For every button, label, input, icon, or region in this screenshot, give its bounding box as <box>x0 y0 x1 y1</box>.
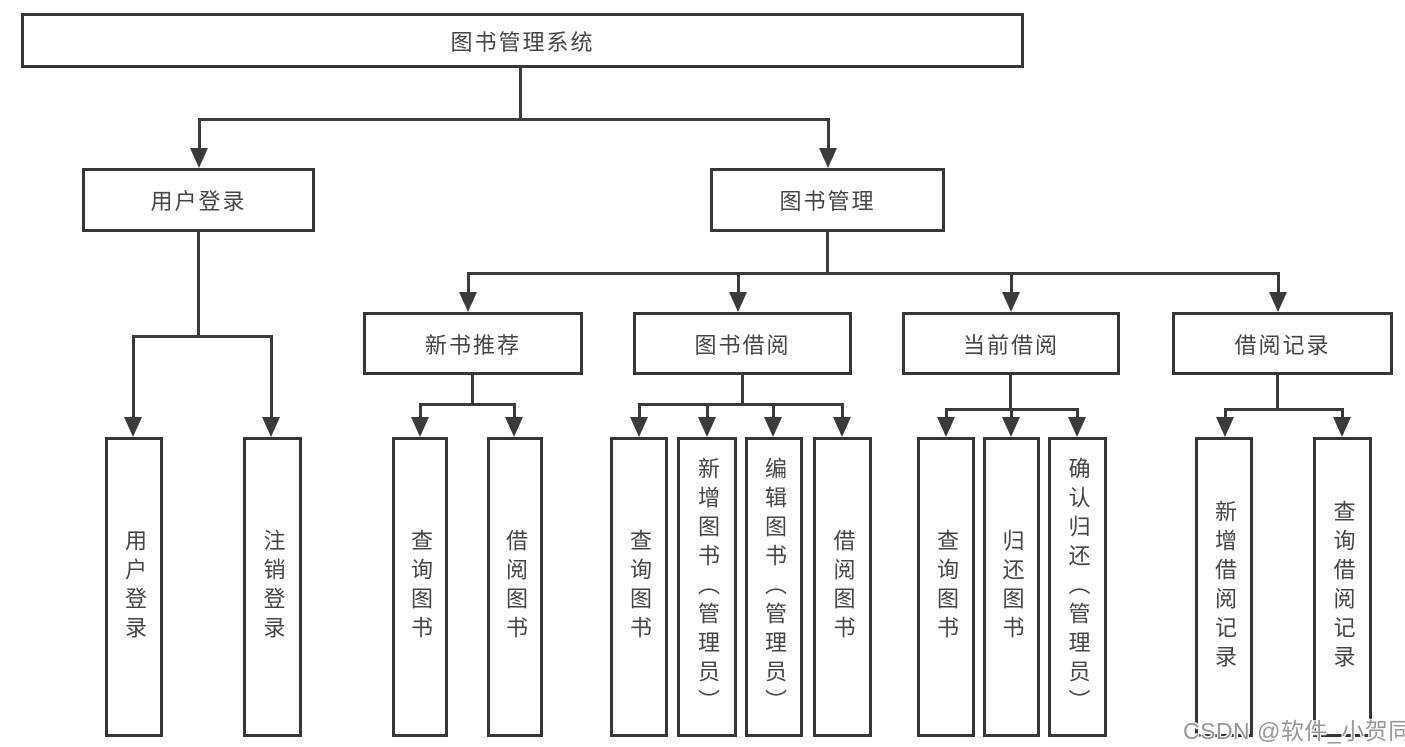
node-add-borrow-record: 新增借阅记录 <box>1195 437 1253 737</box>
connector-line <box>197 232 200 335</box>
node-label: 借阅图书 <box>503 529 528 645</box>
node-query-books-borrowing: 查询图书 <box>610 437 668 737</box>
connector-line <box>706 403 709 417</box>
arrow-down-icon <box>698 417 716 437</box>
connector-line <box>826 232 829 272</box>
connector-line <box>1341 408 1344 417</box>
arrow-down-icon <box>1068 417 1086 437</box>
connector-line <box>513 403 516 417</box>
node-edit-books-admin: 编辑图书（管理员） <box>745 437 803 737</box>
arrow-down-icon <box>459 292 477 312</box>
node-label: 编辑图书（管理员） <box>762 456 787 718</box>
node-label: 查询图书 <box>934 529 959 645</box>
arrow-down-icon <box>411 417 429 437</box>
node-label: 借阅记录 <box>1234 332 1331 358</box>
connector-line <box>741 375 744 403</box>
node-confirm-return-admin: 确认归还（管理员） <box>1048 437 1107 737</box>
node-root-library-system: 图书管理系统 <box>21 13 1024 68</box>
connector-line <box>1010 408 1013 417</box>
node-new-book-recommend: 新书推荐 <box>363 312 583 375</box>
connector-line <box>467 272 1279 275</box>
node-label: 当前借阅 <box>962 332 1059 358</box>
node-user-login-leaf: 用户登录 <box>105 437 163 737</box>
node-label: 新增图书（管理员） <box>695 456 720 718</box>
connector-line <box>132 335 273 338</box>
node-current-borrowing: 当前借阅 <box>902 312 1120 375</box>
connector-line <box>638 403 641 417</box>
node-label: 用户登录 <box>150 189 247 214</box>
connector-line <box>1277 272 1280 292</box>
arrow-down-icon <box>262 417 280 437</box>
node-label: 新书推荐 <box>424 332 521 358</box>
arrow-down-icon <box>190 148 208 168</box>
arrow-down-icon <box>1216 417 1234 437</box>
node-borrowing-records: 借阅记录 <box>1172 312 1393 375</box>
connector-line <box>1076 408 1079 417</box>
node-query-borrow-record: 查询借阅记录 <box>1313 437 1372 737</box>
connector-line <box>1010 272 1013 292</box>
arrow-down-icon <box>1333 417 1351 437</box>
connector-line <box>419 403 516 406</box>
connector-line <box>132 335 135 417</box>
node-book-borrowing: 图书借阅 <box>633 312 852 375</box>
connector-line <box>772 403 775 417</box>
connector-line <box>1224 408 1343 411</box>
node-label: 图书管理 <box>779 189 876 214</box>
csdn-watermark: CSDN @软件_小贺同学 <box>1183 718 1405 744</box>
node-borrow-books-recommend: 借阅图书 <box>487 437 543 737</box>
connector-line <box>198 118 201 148</box>
node-user-login-branch: 用户登录 <box>82 168 315 232</box>
connector-line <box>519 68 522 118</box>
connector-line <box>270 335 273 417</box>
arrow-down-icon <box>1002 417 1020 437</box>
arrow-down-icon <box>819 148 837 168</box>
connector-line <box>1224 408 1227 417</box>
node-borrow-books-borrowing: 借阅图书 <box>813 437 872 737</box>
node-label: 确认归还（管理员） <box>1065 456 1091 718</box>
arrow-down-icon <box>937 417 955 437</box>
arrow-down-icon <box>630 417 648 437</box>
node-label: 注销登录 <box>260 529 286 645</box>
connector-line <box>1276 375 1279 408</box>
node-query-books-current: 查询图书 <box>917 437 975 737</box>
node-label: 归还图书 <box>999 529 1025 645</box>
node-label: 新增借阅记录 <box>1212 500 1237 674</box>
connector-line <box>827 118 830 148</box>
node-label: 图书管理系统 <box>450 29 595 55</box>
arrow-down-icon <box>1002 292 1020 312</box>
connector-line <box>419 403 422 417</box>
connector-line <box>945 408 948 417</box>
node-query-books-recommend: 查询图书 <box>392 437 448 737</box>
connector-line <box>471 375 474 403</box>
node-label: 查询图书 <box>408 529 433 645</box>
node-label: 查询借阅记录 <box>1330 500 1356 674</box>
connector-line <box>1009 375 1012 408</box>
connector-line <box>198 118 830 121</box>
node-label: 查询图书 <box>627 529 652 645</box>
node-logout-leaf: 注销登录 <box>243 437 302 737</box>
node-return-books: 归还图书 <box>983 437 1040 737</box>
connector-line <box>638 403 843 406</box>
arrow-down-icon <box>764 417 782 437</box>
node-label: 图书借阅 <box>694 332 791 358</box>
node-book-management: 图书管理 <box>710 168 945 232</box>
connector-line <box>841 403 844 417</box>
arrow-down-icon <box>833 417 851 437</box>
node-label: 用户登录 <box>122 529 147 645</box>
node-label: 借阅图书 <box>830 529 856 645</box>
connector-line <box>737 272 740 292</box>
node-add-books-admin: 新增图书（管理员） <box>677 437 737 737</box>
arrow-down-icon <box>1269 292 1287 312</box>
connector-line <box>467 272 470 292</box>
arrow-down-icon <box>729 292 747 312</box>
arrow-down-icon <box>124 417 142 437</box>
arrow-down-icon <box>505 417 523 437</box>
